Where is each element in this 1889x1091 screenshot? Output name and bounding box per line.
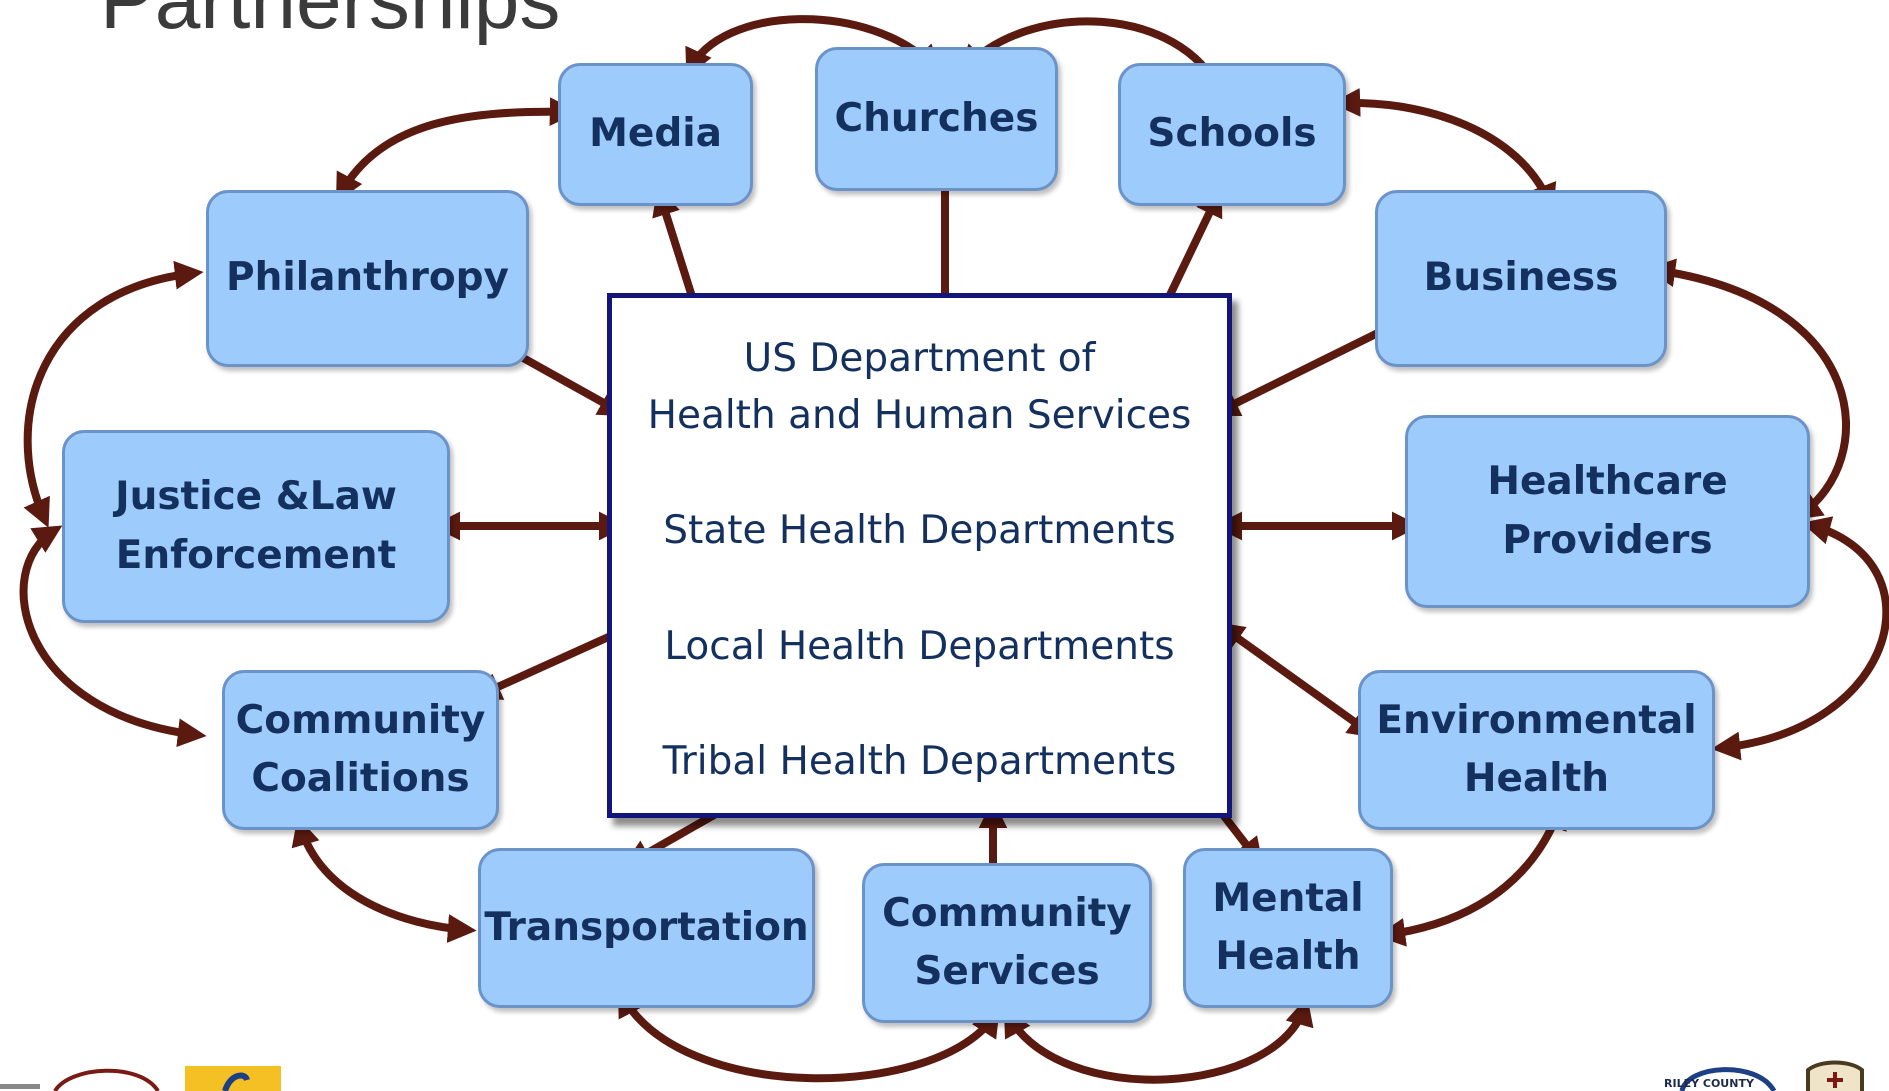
node-media: Media bbox=[558, 63, 753, 206]
arrow-churches-schools bbox=[959, 17, 1225, 100]
arrow-environmental-mental bbox=[1376, 799, 1567, 947]
arrow-business-healthcare bbox=[1646, 258, 1851, 520]
arrow-transportation-coalitions bbox=[291, 816, 477, 943]
center-line-state: State Health Departments bbox=[663, 508, 1176, 553]
arrow-mental-services bbox=[1003, 996, 1314, 1084]
arrow-philanthropy-media bbox=[335, 97, 579, 203]
node-philanthropy: Philanthropy bbox=[206, 190, 529, 367]
node-schools: Schools bbox=[1118, 63, 1346, 206]
node-healthcare-providers: Healthcare Providers bbox=[1405, 415, 1810, 608]
node-transportation: Transportation bbox=[478, 848, 815, 1008]
center-line-tribal: Tribal Health Departments bbox=[662, 739, 1177, 784]
riley-county-logo-text: RILEY COUNTY bbox=[1664, 1077, 1754, 1090]
node-community-coalitions: Community Coalitions bbox=[222, 670, 499, 830]
central-agencies-box: US Department of Health and Human Servic… bbox=[607, 293, 1232, 818]
arrow-environmental-center bbox=[1214, 621, 1378, 739]
node-environmental-health: Environmental Health bbox=[1358, 670, 1715, 830]
page-title: Partnerships bbox=[100, 0, 561, 46]
arrow-healthcare-environmental bbox=[1711, 516, 1889, 761]
arrow-justice-philanthropy bbox=[23, 260, 204, 528]
node-community-services: Community Services bbox=[862, 863, 1152, 1023]
arrow-services-transportation bbox=[617, 987, 1000, 1083]
node-justice-law-enforcement: Justice &Law Enforcement bbox=[62, 430, 450, 623]
partner-logo-left bbox=[0, 1068, 160, 1091]
arrow-media-churches bbox=[685, 15, 941, 78]
node-business: Business bbox=[1375, 190, 1667, 367]
partner-logo-yellow bbox=[185, 1066, 281, 1091]
arrow-business-center bbox=[1210, 318, 1408, 416]
node-mental-health: Mental Health bbox=[1183, 848, 1393, 1008]
badge-logo bbox=[1806, 1060, 1864, 1091]
riley-county-logo: RILEY COUNTY bbox=[1662, 1060, 1780, 1091]
arrow-schools-business bbox=[1331, 88, 1557, 214]
arrow-coalitions-justice bbox=[19, 525, 207, 748]
center-line-local: Local Health Departments bbox=[664, 624, 1175, 669]
node-churches: Churches bbox=[815, 47, 1058, 191]
center-line-us-dept: US Department of bbox=[743, 336, 1096, 381]
center-line-hhs: Health and Human Services bbox=[647, 393, 1192, 438]
